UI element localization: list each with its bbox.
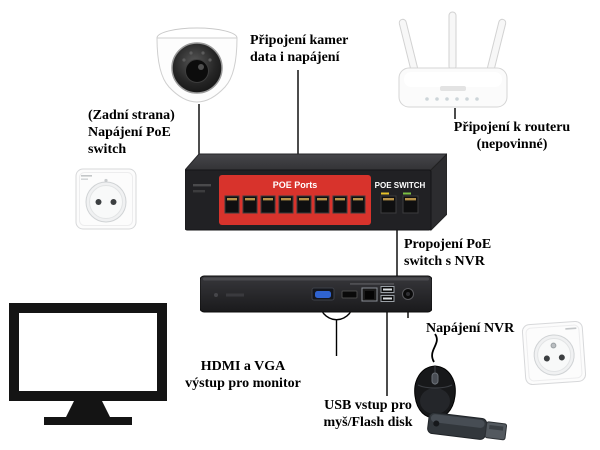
label-router-connection: Připojení k routeru (nepovinné): [453, 120, 571, 153]
computer-mouse-icon: [406, 360, 464, 422]
camera-lens: [185, 59, 209, 83]
label-switch-back-power: (Zadní strana) Napájení PoE switch: [88, 108, 175, 158]
outlet-hole-right: [110, 199, 117, 205]
monitor-icon: [8, 302, 168, 433]
label-nvr-power: Napájení NVR: [426, 321, 515, 336]
mouse-cable: [431, 333, 438, 363]
flash-connector: [484, 421, 508, 441]
outlet-ground-pin: [550, 342, 557, 349]
dome-camera-icon: [155, 26, 240, 108]
nvr-recorder-icon: [199, 272, 433, 314]
poe-switch-icon: POE Ports POE SWITCH: [183, 152, 449, 234]
outlet-hole-right: [558, 354, 565, 361]
label-camera-connection: Připojení kamer data i napájení: [250, 33, 349, 66]
switch-top-face: [183, 153, 449, 171]
switch-poe-ports-label: POE Ports: [273, 180, 318, 190]
nvr-hdmi-port: [341, 290, 358, 299]
mouse-scroll-wheel: [431, 372, 439, 385]
power-outlet-right-icon: [521, 320, 587, 386]
router-antenna-left: [398, 18, 419, 73]
label-monitor-output: HDMI a VGA výstup pro monitor: [185, 359, 301, 392]
usb-flash-drive-icon: [426, 408, 512, 450]
outlet-hole-left: [95, 199, 102, 205]
switch-uplink-ports: [380, 192, 419, 214]
wifi-router-icon: [393, 10, 513, 117]
label-usb-input: USB vstup pro myš/Flash disk: [323, 398, 413, 431]
nvr-usb-ports: [380, 286, 395, 302]
outlet-hole-left: [543, 355, 550, 362]
router-antenna-right: [486, 18, 507, 73]
label-switch-nvr-link: Propojení PoE switch s NVR: [404, 237, 492, 270]
power-outlet-left-icon: [75, 168, 137, 230]
router-antenna-middle: [448, 11, 457, 71]
switch-name-label: POE SWITCH: [375, 181, 426, 190]
switch-poe-ports: [224, 195, 366, 214]
monitor-base: [44, 417, 132, 425]
monitor-stand: [66, 401, 110, 417]
monitor-screen: [9, 303, 167, 401]
